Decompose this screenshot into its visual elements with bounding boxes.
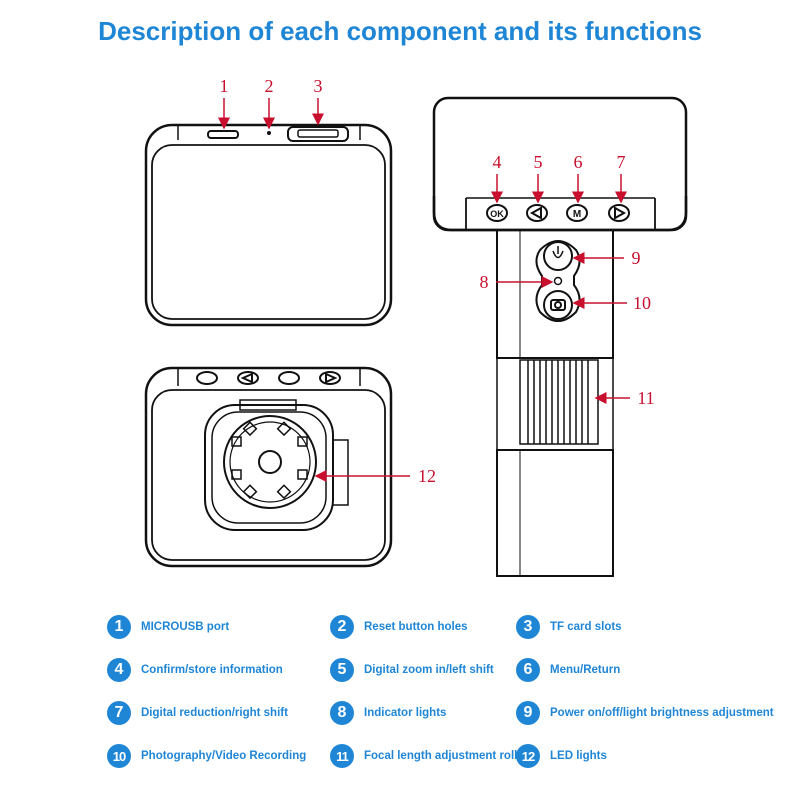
legend-number-badge: 10 <box>107 744 131 768</box>
callout-10: 10 <box>633 293 651 313</box>
legend-item: 2 Reset button holes <box>330 612 468 642</box>
legend-label: Indicator lights <box>364 707 447 719</box>
tf-card-slot <box>287 126 349 142</box>
stand-base <box>496 449 614 577</box>
callout-3: 3 <box>314 76 323 96</box>
callout-1: 1 <box>220 76 229 96</box>
legend-item: 8 Indicator lights <box>330 698 446 728</box>
reset-hole <box>267 131 271 135</box>
legend-label: Digital zoom in/left shift <box>364 664 494 676</box>
callout-6: 6 <box>574 152 583 172</box>
legend-label: MICROUSB port <box>141 621 230 633</box>
device-lens-view <box>144 366 393 568</box>
device-side-view <box>432 96 688 232</box>
callout-9: 9 <box>632 248 641 268</box>
legend-item: 7 Digital reduction/right shift <box>107 698 288 728</box>
legend-number-badge: 11 <box>330 744 354 768</box>
lens-view-buttons <box>196 371 341 385</box>
legend-item: 1 MICROUSB port <box>107 612 229 642</box>
indicator-light <box>553 276 563 286</box>
callout-7: 7 <box>617 152 626 172</box>
legend-item: 5 Digital zoom in/left shift <box>330 655 494 685</box>
legend-number-badge: 4 <box>107 658 131 682</box>
led-lights <box>231 421 308 500</box>
legend-label: Menu/Return <box>550 664 621 676</box>
callout-12: 12 <box>418 466 436 486</box>
side-buttons <box>486 204 630 222</box>
focus-roller <box>496 357 614 451</box>
callout-8: 8 <box>480 272 489 292</box>
legend-number-badge: 7 <box>107 701 131 725</box>
page-title: Description of each component and its fu… <box>98 16 702 46</box>
legend-item: 10 Photography/Video Recording <box>107 741 306 771</box>
ok-button-glyph: OK <box>490 209 504 219</box>
legend-item: 11 Focal length adjustment roller <box>330 741 528 771</box>
callout-arrows <box>218 98 630 482</box>
callout-4: 4 <box>493 152 502 172</box>
legend-number-badge: 9 <box>516 701 540 725</box>
legend-number-badge: 8 <box>330 701 354 725</box>
legend-item: 4 Confirm/store information <box>107 655 283 685</box>
legend-label: LED lights <box>550 750 607 762</box>
legend-number-badge: 3 <box>516 615 540 639</box>
legend-number-badge: 6 <box>516 658 540 682</box>
legend-item: 3 TF card slots <box>516 612 622 642</box>
menu-button-glyph: M <box>573 209 581 220</box>
legend-number-badge: 12 <box>516 744 540 768</box>
legend-label: Reset button holes <box>364 621 468 633</box>
legend-number-badge: 2 <box>330 615 354 639</box>
lens-assembly <box>204 399 349 531</box>
legend-label: Power on/off/light brightness adjustment <box>550 707 774 719</box>
legend-label: Focal length adjustment roller <box>364 750 529 762</box>
callout-11: 11 <box>637 388 654 408</box>
legend-label: Confirm/store information <box>141 664 283 676</box>
callout-2: 2 <box>265 76 274 96</box>
legend-item: 12 LED lights <box>516 741 607 771</box>
microusb-port <box>207 130 239 139</box>
legend-label: Digital reduction/right shift <box>141 707 288 719</box>
legend-item: 9 Power on/off/light brightness adjustme… <box>516 698 774 728</box>
legend-number-badge: 5 <box>330 658 354 682</box>
legend-label: TF card slots <box>550 621 622 633</box>
legend-item: 6 Menu/Return <box>516 655 620 685</box>
callout-5: 5 <box>534 152 543 172</box>
legend-label: Photography/Video Recording <box>141 750 307 762</box>
device-diagram: OK M <box>144 76 688 577</box>
stand <box>496 229 614 359</box>
legend-number-badge: 1 <box>107 615 131 639</box>
device-top-view <box>144 123 393 327</box>
